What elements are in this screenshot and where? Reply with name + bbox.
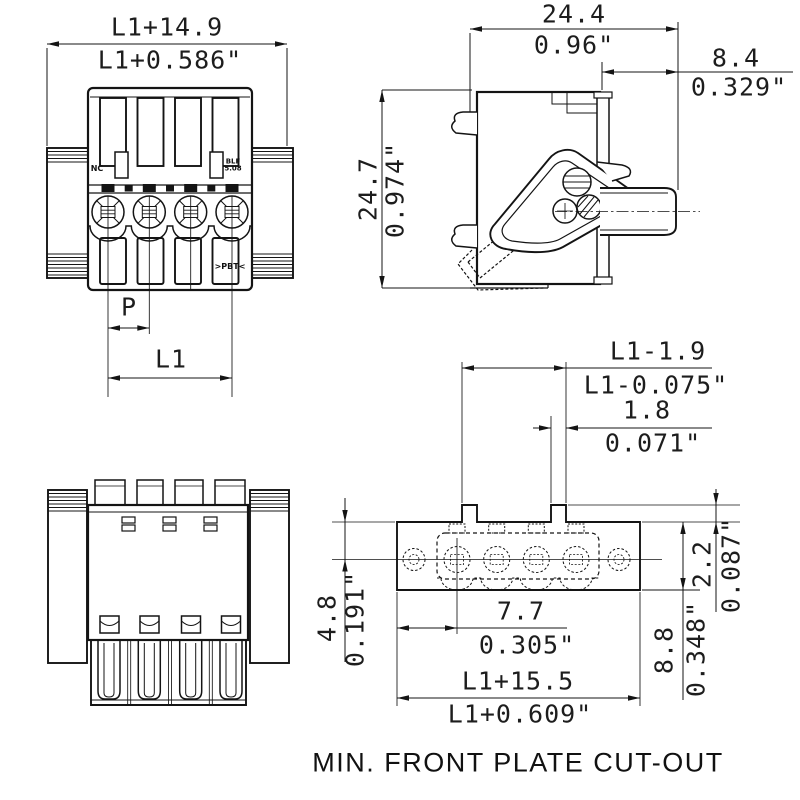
front-marking-type: BLF 5.08 <box>224 157 242 174</box>
front-view-drawing <box>46 86 294 397</box>
front-width-dim-in: L1+0.586" <box>97 45 243 75</box>
cutout-view-dimensions <box>332 362 740 706</box>
side-width-dim-mm: 24.4 <box>541 0 607 29</box>
front-marking-type-line2: 5.08 <box>224 165 242 173</box>
front-marking-left: NC <box>90 164 104 173</box>
cutout-center-offset-dim-in: 0.191" <box>340 570 370 668</box>
cutout-tab-height-dim-mm: 2.2 <box>687 539 717 589</box>
cutout-tab-width-dim-mm: 1.8 <box>622 395 672 425</box>
side-height-dim-mm: 24.7 <box>353 156 383 222</box>
cutout-first-pole-dim-in: 0.305" <box>478 630 576 660</box>
drawing-caption: MIN. FRONT PLATE CUT-OUT <box>312 747 724 778</box>
front-marking-type-line1: BLF <box>225 157 241 166</box>
front-marking-material: >PBT< <box>214 262 246 271</box>
cutout-body-height-dim-in: 0.348" <box>681 600 711 698</box>
front-width-dim-mm: L1+14.9 <box>110 12 224 42</box>
cutout-body-height-dim-mm: 8.8 <box>649 625 679 675</box>
cutout-tab-height-dim-in: 0.087" <box>716 516 746 614</box>
front-view-dimensions <box>46 41 288 381</box>
rear-view-drawing <box>47 479 290 706</box>
cutout-tab-span-dim-in: L1-0.075" <box>583 370 729 400</box>
cutout-overall-dim-in: L1+0.609" <box>447 699 593 729</box>
cutout-center-offset-dim-mm: 4.8 <box>312 593 342 643</box>
cutout-overall-dim-mm: L1+15.5 <box>461 666 575 696</box>
front-length-dim: L1 <box>154 344 188 374</box>
cutout-tab-width-dim-in: 0.071" <box>604 428 702 458</box>
side-height-dim-in: 0.974" <box>380 141 410 239</box>
side-depth-dim-in: 0.329" <box>690 72 788 102</box>
front-pitch-dim: P <box>120 292 138 322</box>
side-width-dim-in: 0.96" <box>533 30 615 60</box>
cutout-tab-span-dim-mm: L1-1.9 <box>609 336 707 366</box>
side-depth-dim-mm: 8.4 <box>711 43 761 73</box>
cutout-view-drawing <box>332 504 662 634</box>
side-view-drawing <box>451 90 700 291</box>
cutout-first-pole-dim-mm: 7.7 <box>496 596 546 626</box>
side-view-dimensions <box>379 22 793 289</box>
